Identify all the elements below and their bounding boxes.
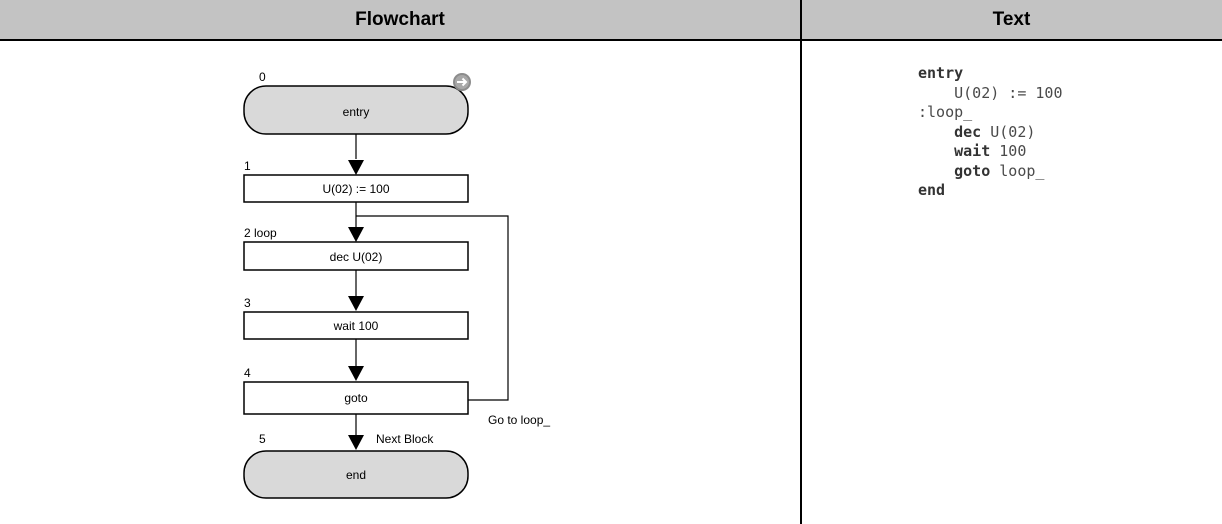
- text-header: Text: [992, 9, 1031, 30]
- process-node-4: [243, 381, 469, 415]
- node-index-4: 4: [244, 366, 251, 380]
- node-2-label: dec U(02): [330, 250, 383, 264]
- arrowhead: [348, 435, 364, 450]
- goto-loop-label: Go to loop_: [488, 413, 550, 427]
- node-index-0: 0: [259, 70, 266, 84]
- arrow-circle-icon: [453, 73, 471, 91]
- node-index-1: 1: [244, 159, 251, 173]
- node-3-label: wait 100: [333, 319, 379, 333]
- code-line: dec U(02): [954, 122, 1036, 141]
- code-listing: entry U(02) := 100 :loop_ dec U(02) wait…: [918, 64, 1063, 201]
- code-line: goto loop_: [954, 161, 1045, 180]
- node-index-3: 3: [244, 296, 251, 310]
- next-block-label: Next Block: [376, 432, 434, 446]
- arrowhead: [348, 160, 364, 175]
- flowchart-header: Flowchart: [355, 9, 445, 30]
- flowchart-panel: entry 0 U(02) := 100 1 dec U(02) 2 loop …: [0, 41, 800, 524]
- code-line: wait 100: [954, 142, 1027, 160]
- node-1-label: U(02) := 100: [322, 182, 389, 196]
- goto-loop-line: [356, 215, 509, 401]
- code-line: entry: [918, 64, 964, 82]
- arrowhead: [348, 366, 364, 381]
- code-line: end: [918, 181, 946, 199]
- arrowhead: [348, 296, 364, 311]
- table-header: Flowchart Text: [0, 0, 1222, 41]
- arrowhead: [348, 227, 364, 242]
- entry-terminal-node: [243, 85, 469, 135]
- end-node-label: end: [346, 468, 366, 482]
- code-line: U(02) := 100: [954, 83, 1063, 102]
- node-index-5: 5: [259, 432, 266, 446]
- process-node-2: [243, 241, 469, 271]
- entry-node-label: entry: [343, 105, 370, 119]
- process-node-3: [243, 311, 469, 340]
- process-node-1: [243, 174, 469, 203]
- column-divider: [800, 0, 802, 524]
- end-terminal-node: [243, 450, 469, 499]
- node-index-2: 2 loop: [244, 226, 277, 240]
- node-4-label: goto: [344, 391, 368, 405]
- flowchart-diagram: entry 0 U(02) := 100 1 dec U(02) 2 loop …: [243, 70, 550, 499]
- code-line: :loop_: [918, 103, 973, 121]
